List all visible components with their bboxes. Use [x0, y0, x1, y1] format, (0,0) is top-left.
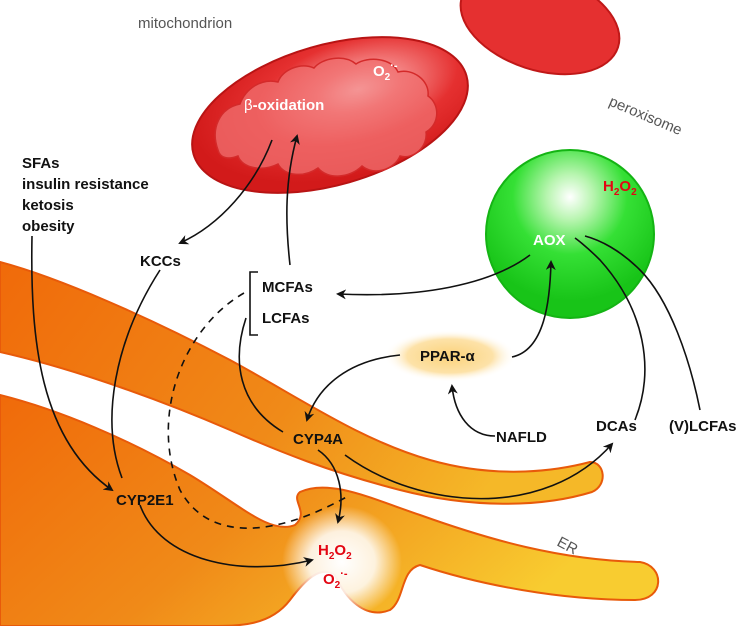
mitochondrion [191, 36, 469, 194]
arrow-ppar-to-cyp4a [304, 354, 401, 422]
peroxisome [485, 149, 655, 319]
ppar-alpha-label: PPAR-α [420, 348, 476, 365]
line-lcfas-to-cyp4a [238, 317, 284, 433]
arrow-cyp2e1-to-ros [139, 504, 314, 568]
dcas-label: DCAs [596, 418, 637, 435]
kccs-label: KCCs [140, 253, 181, 270]
line-dcas-to-aox [574, 237, 646, 421]
risk-factor: obesity [22, 218, 75, 235]
line-kccs-to-cyp2e1 [111, 269, 161, 479]
arrow-beta-oxidation-to-kccs [178, 139, 273, 245]
mcfas-label: MCFAs [262, 279, 313, 296]
risk-factors: SFAs insulin resistance ketosis obesity [22, 155, 149, 235]
arrows [30, 134, 701, 568]
arrow-ppar-to-aox [511, 260, 556, 358]
ppar-alpha-glow [384, 330, 516, 382]
arrow-cyp4a-to-dcas [344, 442, 614, 500]
arrow-cyp4a-to-ros [317, 449, 345, 524]
risk-factor: SFAs [22, 155, 60, 172]
peroxisome-h2o2: H2O2 [603, 178, 637, 198]
arrow-mcfas-to-mitochondrion [286, 134, 300, 266]
lcfas-label: LCFAs [262, 310, 310, 327]
mitochondrion-label: mitochondrion [138, 15, 232, 32]
ros-glow [282, 506, 402, 618]
beta-oxidation-label: β-oxidation [244, 97, 324, 114]
cyp2e1-label: CYP2E1 [116, 492, 174, 509]
line-vlcfas-to-aox [584, 235, 701, 411]
peroxisome-label: peroxisome [606, 93, 684, 139]
aox-label: AOX [533, 232, 566, 249]
er-upper-band [0, 260, 604, 505]
nafld-label: NAFLD [496, 429, 547, 446]
mito-superoxide: O2·- [373, 60, 398, 83]
arrow-risk-factors-to-cyp2e1 [30, 235, 114, 492]
arrow-nafld-to-ppar [447, 384, 496, 437]
er-h2o2: H2O2 [318, 542, 352, 562]
mitochondrion-fragment [459, 0, 621, 76]
fatty-acid-bracket [249, 271, 258, 336]
mitochondrion-cristae [214, 57, 438, 177]
arrow-aox-to-mcfas [336, 254, 531, 300]
er-superoxide: O2·- [323, 568, 348, 591]
risk-factor: insulin resistance [22, 176, 149, 193]
vlcfas-label: (V)LCFAs [669, 418, 737, 435]
dashed-mcfas-to-cyp2e1 [167, 292, 351, 529]
risk-factor: ketosis [22, 197, 74, 214]
cyp4a-label: CYP4A [293, 431, 343, 448]
